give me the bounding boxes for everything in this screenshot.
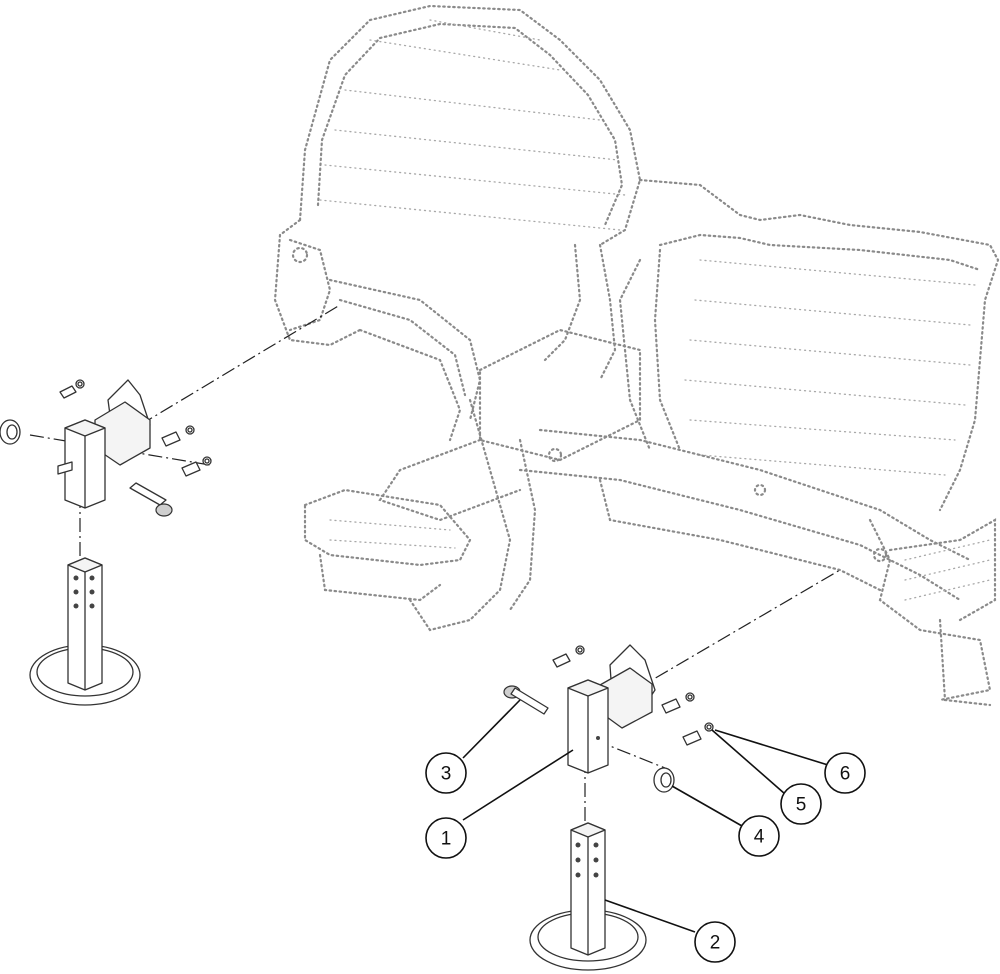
callout-4-label: 4	[754, 827, 765, 848]
callout-1: 1	[425, 817, 467, 859]
leader-lines	[462, 699, 829, 933]
callout-2: 2	[694, 921, 736, 963]
callout-6-label: 6	[840, 764, 851, 785]
callout-5: 5	[780, 783, 822, 825]
assembly-axis-lines	[29, 304, 841, 825]
right-bolts	[552, 645, 714, 746]
right-jack-assembly	[503, 644, 714, 971]
ghost-assembly	[273, 4, 1000, 707]
left-jack-assembly	[0, 379, 212, 706]
callout-3: 3	[425, 752, 467, 794]
callout-1-label: 1	[441, 829, 452, 850]
callout-6: 6	[824, 752, 866, 794]
right-pin	[510, 687, 549, 715]
callout-4: 4	[738, 815, 780, 857]
callout-2-label: 2	[710, 933, 721, 954]
callout-3-label: 3	[441, 764, 452, 785]
callout-5-label: 5	[796, 795, 807, 816]
left-bolts	[57, 379, 212, 477]
left-pin	[129, 482, 167, 506]
callouts: 3 1 2 4 5 6	[425, 752, 866, 963]
